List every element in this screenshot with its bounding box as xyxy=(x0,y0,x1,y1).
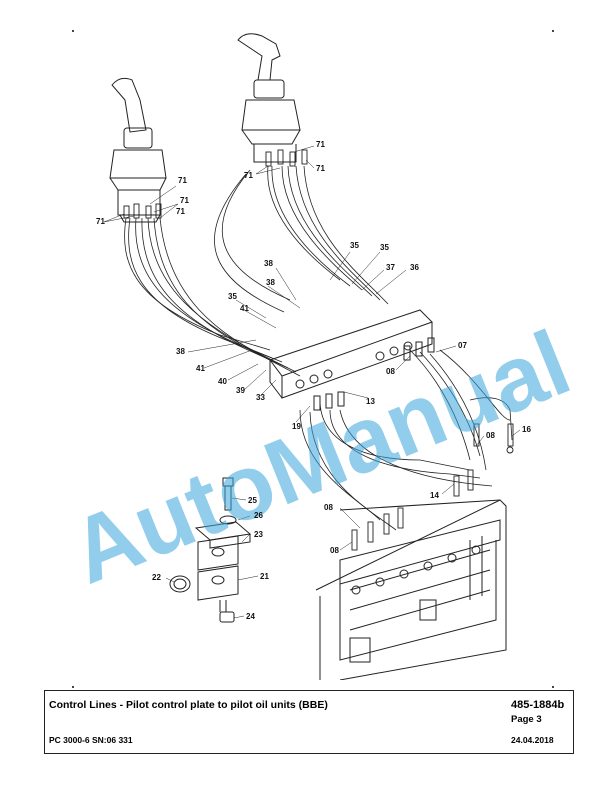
revision-date: 24.04.2018 xyxy=(511,735,554,745)
callout-07: 07 xyxy=(458,341,467,350)
callout-labels: 71 71 71 71 71 71 71 35 35 37 36 38 38 3… xyxy=(96,140,531,621)
corner-mark xyxy=(72,30,74,32)
loose-fittings xyxy=(351,423,514,551)
callout-08: 08 xyxy=(386,367,395,376)
callout-38: 38 xyxy=(264,259,273,268)
callout-33: 33 xyxy=(256,393,265,402)
callout-08: 08 xyxy=(324,503,333,512)
callout-38: 38 xyxy=(266,278,275,287)
callout-39: 39 xyxy=(236,386,245,395)
pilot-control-plate xyxy=(269,309,435,411)
pilot-hoses xyxy=(124,165,513,531)
corner-mark xyxy=(552,686,554,688)
technical-drawing: AutoManual 71 71 71 71 71 71 71 35 35 37… xyxy=(57,33,583,680)
callout-40: 40 xyxy=(218,377,227,386)
callout-35: 35 xyxy=(380,243,389,252)
left-joystick xyxy=(109,77,167,223)
callout-41: 41 xyxy=(240,304,249,313)
callout-36: 36 xyxy=(410,263,419,272)
joystick-fittings xyxy=(123,149,308,219)
callout-19: 19 xyxy=(292,422,301,431)
callout-71: 71 xyxy=(180,196,189,205)
callout-71: 71 xyxy=(316,164,325,173)
callout-38: 38 xyxy=(176,347,185,356)
callout-71: 71 xyxy=(316,140,325,149)
callout-16: 16 xyxy=(522,425,531,434)
callout-41: 41 xyxy=(196,364,205,373)
callout-37: 37 xyxy=(386,263,395,272)
callout-14: 14 xyxy=(430,491,439,500)
callout-13: 13 xyxy=(366,397,375,406)
callout-21: 21 xyxy=(260,572,269,581)
callout-24: 24 xyxy=(246,612,255,621)
page-number: Page 3 xyxy=(511,714,542,725)
corner-mark xyxy=(552,30,554,32)
callout-08: 08 xyxy=(330,546,339,555)
callout-71: 71 xyxy=(178,176,187,185)
callout-08: 08 xyxy=(486,431,495,440)
watermark-text: AutoManual xyxy=(57,312,583,604)
title-block: Control Lines - Pilot control plate to p… xyxy=(44,690,574,754)
machine-model: PC 3000-6 SN:06 331 xyxy=(49,735,133,745)
callout-71: 71 xyxy=(96,217,105,226)
right-joystick xyxy=(237,33,301,163)
drawing-title: Control Lines - Pilot control plate to p… xyxy=(49,699,328,711)
callout-71: 71 xyxy=(176,207,185,216)
leader-lines xyxy=(103,145,521,619)
pilot-oil-unit xyxy=(315,499,507,680)
callout-22: 22 xyxy=(152,573,161,582)
callout-35: 35 xyxy=(350,241,359,250)
corner-mark xyxy=(72,686,74,688)
callout-23: 23 xyxy=(254,530,263,539)
callout-35: 35 xyxy=(228,292,237,301)
callout-26: 26 xyxy=(254,511,263,520)
document-number: 485-1884b xyxy=(511,699,565,711)
callout-71: 71 xyxy=(244,171,253,180)
callout-25: 25 xyxy=(248,496,257,505)
